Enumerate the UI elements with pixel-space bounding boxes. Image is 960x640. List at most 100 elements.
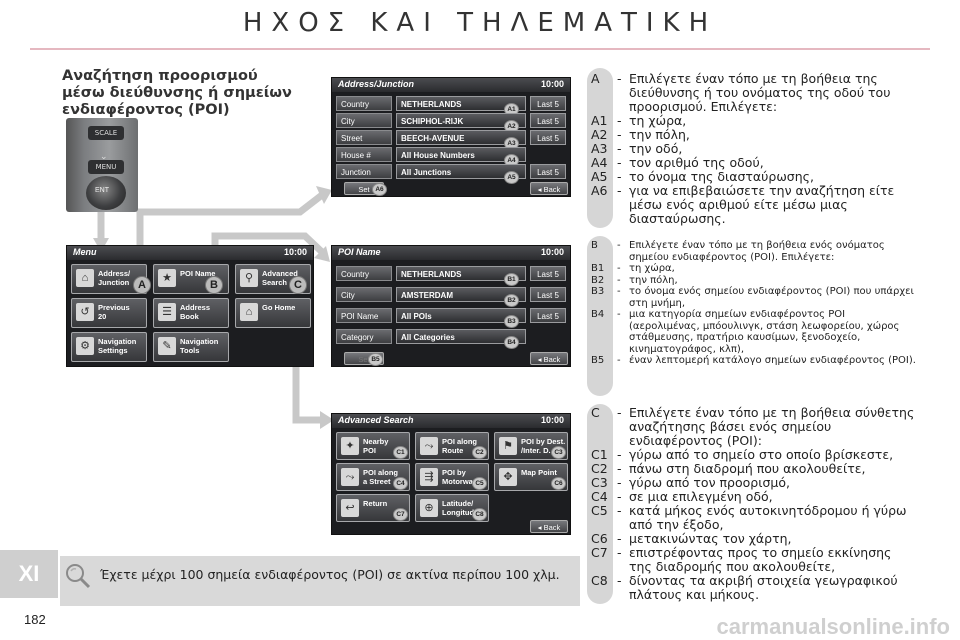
legend-dash: -: [617, 155, 622, 170]
tile-label-line: Junction: [98, 278, 130, 287]
tile-label-line: POI along: [363, 468, 399, 477]
last-5-button[interactable]: Last 5: [530, 308, 566, 323]
back-button[interactable]: ◂ Back: [530, 182, 568, 195]
legend-strip-a: [587, 68, 613, 228]
legend-strip-b: [587, 236, 613, 396]
arrowhead-icon: [316, 186, 332, 204]
tile-icon: ⌂: [240, 303, 258, 321]
callout-tag: C2: [472, 446, 487, 459]
legend-c: C-Επιλέγετε έναν τόπο με τη βοήθεια σύνθ…: [587, 406, 917, 602]
legend-item: C7-επιστρέφοντας προς το σημείο εκκίνηση…: [587, 546, 917, 574]
menu-tile[interactable]: ⚑POI by Dest./Inter. D.C3: [494, 432, 568, 460]
field-value-button[interactable]: AMSTERDAM: [396, 287, 526, 302]
legend-item: B3-το όνομα ενός σημείου ενδιαφέροντος (…: [587, 286, 917, 309]
field-value-button[interactable]: BEECH-AVENUE: [396, 130, 526, 145]
legend-dash: -: [617, 475, 622, 490]
legend-key: A2: [591, 127, 608, 142]
field-value-button[interactable]: All POIs: [396, 308, 526, 323]
field-value-button[interactable]: NETHERLANDS: [396, 266, 526, 281]
callout-tag: C5: [472, 477, 487, 490]
menu-tile[interactable]: ⌂ Go Home: [235, 298, 311, 328]
tile-icon: ☰: [158, 303, 176, 321]
legend-dash: -: [617, 447, 622, 462]
callout-tag: C8: [472, 508, 487, 521]
legend-item: C-Επιλέγετε έναν τόπο με τη βοήθεια σύνθ…: [587, 406, 917, 448]
last-5-button[interactable]: Last 5: [530, 164, 566, 179]
tile-label-line: POI by Dest.: [521, 437, 566, 446]
field-value-button[interactable]: NETHERLANDS: [396, 96, 526, 111]
legend-key: C7: [591, 545, 608, 560]
last-5-button[interactable]: Last 5: [530, 287, 566, 302]
legend-dash: -: [617, 531, 622, 546]
legend-dash: -: [617, 240, 621, 251]
legend-item: C8-δίνοντας τα ακριβή στοιχεία γεωγραφικ…: [587, 574, 917, 602]
tile-label: Return: [363, 499, 387, 508]
back-label: Back: [543, 355, 561, 364]
callout-tag: A6: [372, 183, 387, 196]
legend-text: το όνομα ενός σημείου ενδιαφέροντος (POI…: [629, 286, 914, 309]
tile-label-line: Go Home: [262, 303, 296, 312]
legend-key: C6: [591, 531, 608, 546]
tile-icon: ✦: [341, 437, 359, 455]
legend-dash: -: [617, 309, 621, 320]
legend-dash: -: [617, 286, 621, 297]
field-label: Street: [336, 130, 392, 145]
callout-tag: A3: [504, 137, 519, 150]
legend-text: δίνοντας τα ακριβή στοιχεία γεωγραφικού …: [629, 573, 898, 602]
last-5-button[interactable]: Last 5: [530, 96, 566, 111]
legend-key: B4: [591, 309, 605, 320]
back-button[interactable]: ◂ Back: [530, 352, 568, 365]
last-5-button[interactable]: Last 5: [530, 130, 566, 145]
legend-dash: -: [617, 545, 622, 560]
field-value-button[interactable]: All Junctions: [396, 164, 526, 179]
field-label: POI Name: [336, 308, 392, 323]
legend-text: Επιλέγετε έναν τόπο με τη βοήθεια της δι…: [629, 71, 891, 114]
tile-label-line: Longitude: [442, 508, 479, 517]
menu-button[interactable]: MENU: [88, 160, 124, 174]
callout-tag: B5: [368, 353, 383, 366]
legend-key: A6: [591, 183, 608, 198]
legend-text: Επιλέγετε έναν τόπο με τη βοήθεια σύνθετ…: [629, 405, 915, 448]
page-title: ΗΧΟΣ ΚΑΙ ΤΗΛΕΜΑΤΙΚΗ: [242, 8, 718, 38]
tile-label-line: Latitude/: [442, 499, 474, 508]
legend-key: A3: [591, 141, 608, 156]
field-label: Country: [336, 266, 392, 281]
field-value-button[interactable]: SCHIPHOL-RIJK: [396, 113, 526, 128]
screen-header: POI Name 10:00: [332, 246, 570, 260]
back-button[interactable]: ◂ Back: [530, 520, 568, 533]
field-value-button[interactable]: All Categories: [396, 329, 526, 344]
screen-title: POI Name: [338, 247, 381, 257]
tile-label-line: Tools: [180, 346, 200, 355]
legend-dash: -: [617, 274, 621, 286]
screen-clock: 10:00: [540, 415, 564, 425]
callout-tag-b: B: [205, 276, 223, 294]
tile-icon: ✥: [499, 468, 517, 486]
scale-button[interactable]: SCALE: [88, 126, 124, 140]
last-5-button[interactable]: Last 5: [530, 113, 566, 128]
last-5-button[interactable]: Last 5: [530, 266, 566, 281]
tile-label-line: POI Name: [180, 269, 216, 278]
legend-key: C2: [591, 461, 608, 476]
legend-dash: -: [617, 573, 622, 588]
ent-knob[interactable]: ENT: [86, 176, 126, 210]
tile-label-line: Address: [180, 303, 211, 312]
field-value-button[interactable]: All House Numbers: [396, 147, 526, 162]
screen-clock: 10:00: [283, 247, 307, 257]
